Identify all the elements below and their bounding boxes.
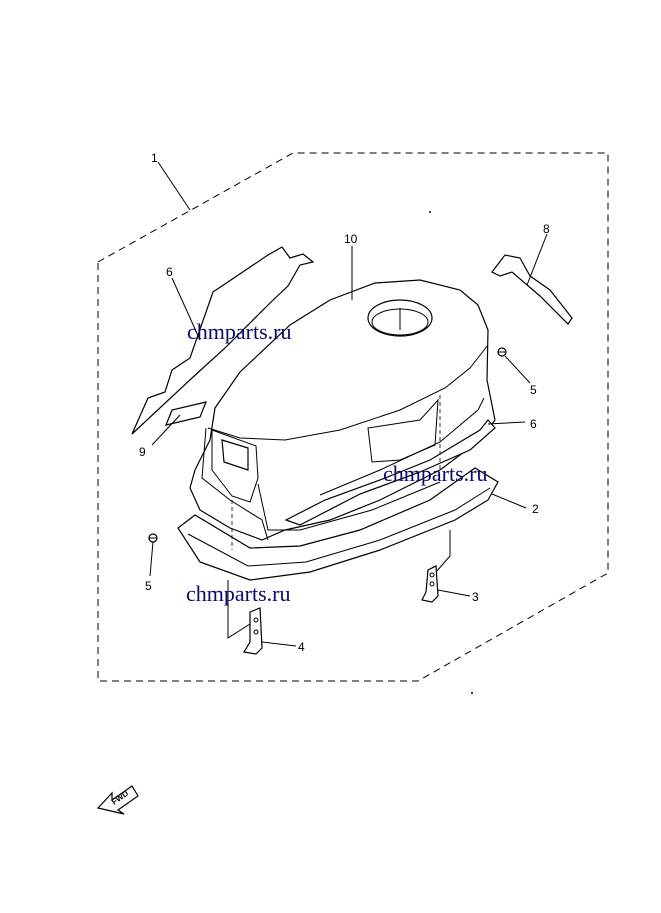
callout-6-left: 6 xyxy=(166,265,173,279)
fwd-arrow-icon: FWD xyxy=(96,785,139,815)
leader-1 xyxy=(157,161,191,211)
side-panel xyxy=(367,398,439,463)
leader-5-right xyxy=(504,355,531,384)
leader-5-left xyxy=(149,541,154,577)
callout-5-right: 5 xyxy=(530,383,537,397)
leader-4 xyxy=(261,641,297,647)
callout-2: 2 xyxy=(532,502,539,516)
clip-left-part xyxy=(243,607,263,655)
leader-9 xyxy=(151,414,181,446)
top-cowling-contour xyxy=(207,344,489,441)
bottom-cowling-inner xyxy=(187,487,491,567)
callout-5-left: 5 xyxy=(145,579,152,593)
leader-8 xyxy=(526,233,548,286)
bracket-part xyxy=(491,254,573,325)
watermark-2: chmparts.ru xyxy=(383,461,487,486)
leader-2 xyxy=(491,493,527,509)
leader-6-left xyxy=(171,277,201,341)
callout-6-right: 6 xyxy=(530,417,537,431)
callout-1: 1 xyxy=(151,151,158,165)
callout-10: 10 xyxy=(344,232,358,246)
bolt-right xyxy=(497,347,507,357)
clip-left-hole-1 xyxy=(253,617,259,623)
bottom-cowling-part xyxy=(177,467,499,581)
decal-stripe xyxy=(319,397,485,496)
callout-3: 3 xyxy=(472,590,479,604)
callout-8: 8 xyxy=(543,222,550,236)
leader-4-ref xyxy=(227,580,251,639)
front-recess xyxy=(211,429,259,503)
top-cowling-part xyxy=(189,279,496,541)
watermark-1: chmparts.ru xyxy=(187,319,291,344)
bolt-left xyxy=(148,533,158,543)
watermark-3: chmparts.ru xyxy=(186,581,290,606)
clip-right-hole-1 xyxy=(429,572,435,578)
label-part xyxy=(165,401,207,426)
callout-4: 4 xyxy=(298,640,305,654)
decal-left-part xyxy=(131,246,315,435)
edge-line xyxy=(257,481,441,531)
leader-3 xyxy=(437,589,471,597)
callout-9: 9 xyxy=(139,445,146,459)
leader-3-ref xyxy=(435,530,451,573)
speck xyxy=(429,211,431,213)
front-grille xyxy=(221,439,249,471)
front-panel xyxy=(201,427,269,541)
clip-right-hole-2 xyxy=(429,581,435,587)
leader-6-right xyxy=(487,421,526,425)
speck-2 xyxy=(471,692,473,694)
clip-left-hole-2 xyxy=(253,629,259,635)
